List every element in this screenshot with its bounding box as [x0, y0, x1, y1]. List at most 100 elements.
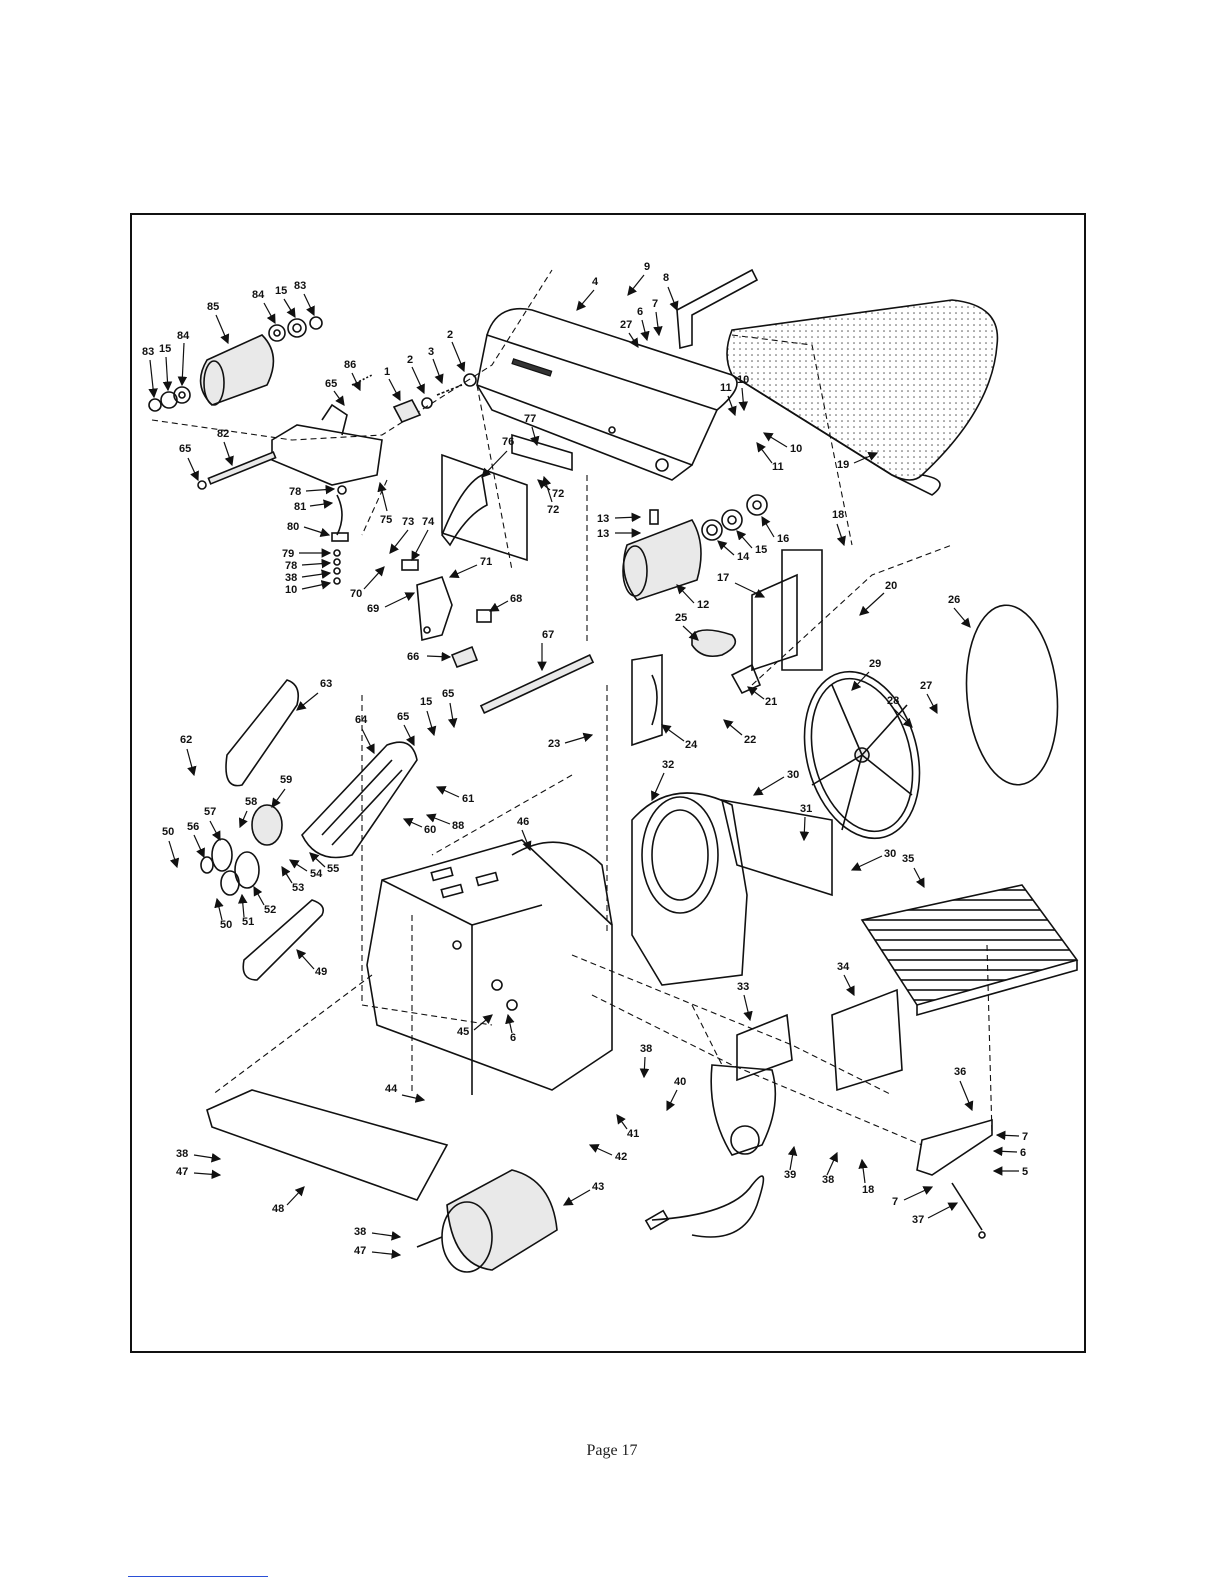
label-29: 29: [869, 658, 881, 670]
label-6: 6: [1020, 1147, 1026, 1159]
support-bracket-part: [401, 559, 492, 669]
sanding-disc-part: [965, 604, 1059, 786]
label-11: 11: [772, 461, 784, 473]
label-27: 27: [920, 680, 932, 692]
label-38: 38: [822, 1174, 834, 1186]
label-35: 35: [902, 853, 914, 865]
label-13: 13: [597, 513, 609, 525]
label-6: 6: [637, 306, 643, 318]
label-84: 84: [252, 289, 265, 301]
label-2: 2: [407, 354, 413, 366]
label-14: 14: [737, 551, 750, 563]
label-74: 74: [422, 516, 435, 528]
label-42: 42: [615, 1151, 627, 1163]
footer-rule: [128, 1576, 268, 1577]
label-88: 88: [452, 820, 464, 832]
label-13: 13: [597, 528, 609, 540]
label-28: 28: [887, 695, 899, 707]
label-10: 10: [790, 443, 802, 455]
pulley-assembly: [200, 804, 325, 981]
tension-knob-assembly: [351, 373, 477, 424]
label-65: 65: [442, 688, 454, 700]
label-20: 20: [885, 580, 897, 592]
label-25: 25: [675, 612, 687, 624]
label-30: 30: [884, 848, 896, 860]
label-15: 15: [420, 696, 432, 708]
label-3: 3: [428, 346, 434, 358]
label-38: 38: [285, 572, 297, 584]
label-39: 39: [784, 1169, 796, 1181]
label-65: 65: [397, 711, 409, 723]
drive-drum-assembly: [622, 494, 768, 601]
switch-box-part: [631, 549, 823, 747]
label-57: 57: [204, 806, 216, 818]
callout-labels: 83 15 84 85 84 15 83 86 65 1 2 3 2 82 65…: [142, 261, 1028, 1259]
label-77: 77: [524, 413, 536, 425]
label-40: 40: [674, 1076, 686, 1088]
label-72: 72: [547, 504, 559, 516]
label-65: 65: [325, 378, 337, 390]
label-50: 50: [220, 919, 232, 931]
platen-part: [676, 268, 759, 350]
label-62: 62: [180, 734, 192, 746]
diagram-frame: 83 15 84 85 84 15 83 86 65 1 2 3 2 82 65…: [130, 213, 1086, 1353]
label-4: 4: [592, 276, 599, 288]
label-11: 11: [720, 382, 732, 394]
dust-chute-part: [644, 1064, 777, 1238]
label-45: 45: [457, 1026, 469, 1038]
label-21: 21: [765, 696, 777, 708]
label-38: 38: [354, 1226, 366, 1238]
label-59: 59: [280, 774, 292, 786]
label-85: 85: [207, 301, 219, 313]
page-number: Page 17: [586, 1442, 638, 1459]
label-7: 7: [892, 1196, 898, 1208]
label-10: 10: [285, 584, 297, 596]
label-67: 67: [542, 629, 554, 641]
label-56: 56: [187, 821, 199, 833]
label-78: 78: [289, 486, 301, 498]
label-86: 86: [344, 359, 356, 371]
sanding-belt-part: [726, 299, 999, 496]
work-table-part: [860, 884, 1079, 1017]
label-27: 27: [620, 319, 632, 331]
label-38: 38: [176, 1148, 188, 1160]
label-16: 16: [777, 533, 789, 545]
label-1: 1: [384, 366, 390, 378]
label-75: 75: [380, 514, 392, 526]
label-41: 41: [627, 1128, 639, 1140]
label-15: 15: [275, 285, 287, 297]
label-8: 8: [663, 272, 669, 284]
label-26: 26: [948, 594, 960, 606]
bracket-part: [736, 1013, 793, 1082]
label-52: 52: [264, 904, 276, 916]
label-68: 68: [510, 593, 522, 605]
label-70: 70: [350, 588, 362, 600]
label-37: 37: [912, 1214, 924, 1226]
label-12: 12: [697, 599, 709, 611]
label-23: 23: [548, 738, 560, 750]
label-54: 54: [310, 868, 323, 880]
label-32: 32: [662, 759, 674, 771]
label-64: 64: [355, 714, 368, 726]
label-33: 33: [737, 981, 749, 993]
label-34: 34: [837, 961, 850, 973]
label-7: 7: [652, 298, 658, 310]
label-84: 84: [177, 330, 190, 342]
label-55: 55: [327, 863, 339, 875]
label-43: 43: [592, 1181, 604, 1193]
label-78: 78: [285, 560, 297, 572]
label-66: 66: [407, 651, 419, 663]
label-18: 18: [862, 1184, 874, 1196]
label-50: 50: [162, 826, 174, 838]
idler-drum-assembly: [148, 316, 323, 412]
label-71: 71: [480, 556, 492, 568]
shaft-part: [479, 653, 595, 715]
label-31: 31: [800, 803, 812, 815]
label-30: 30: [787, 769, 799, 781]
label-17: 17: [717, 572, 729, 584]
label-10: 10: [737, 374, 749, 386]
label-49: 49: [315, 966, 327, 978]
belt-guard-part: [441, 433, 573, 562]
label-15: 15: [755, 544, 767, 556]
label-24: 24: [685, 739, 698, 751]
